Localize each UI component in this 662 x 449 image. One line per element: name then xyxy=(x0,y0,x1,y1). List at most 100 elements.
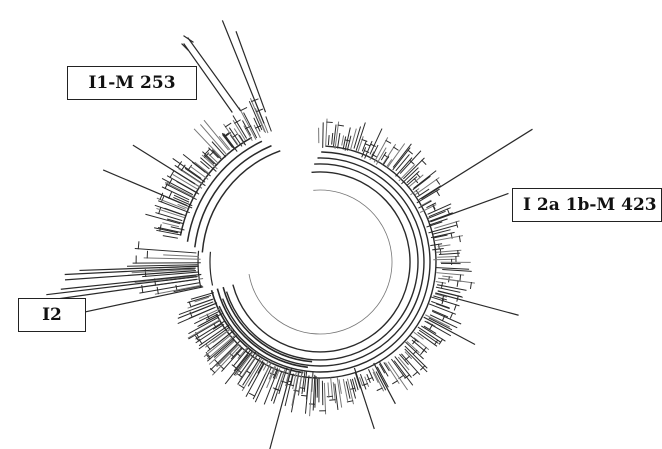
tree-branch xyxy=(272,367,279,379)
tree-arc xyxy=(201,150,281,253)
tree-branch xyxy=(413,170,437,189)
tree-branch xyxy=(437,255,460,258)
tree-branch xyxy=(382,156,390,166)
tree-branch xyxy=(345,381,351,399)
tree-branch xyxy=(211,344,242,376)
tree-branch xyxy=(166,218,184,225)
tree-arc xyxy=(232,171,411,353)
tree-branch xyxy=(375,371,387,391)
tree-branch xyxy=(139,282,200,294)
tree-branch xyxy=(435,303,450,310)
tree-branch xyxy=(156,207,185,219)
tree-branch xyxy=(131,268,195,274)
tree-branch xyxy=(191,302,217,314)
tree-node-bar xyxy=(349,387,356,391)
tree-branch xyxy=(143,257,201,260)
tree-branch xyxy=(170,226,185,231)
tree-branch xyxy=(425,314,451,328)
tree-branch xyxy=(355,122,366,151)
tree-branch xyxy=(198,326,230,350)
tree-branch xyxy=(359,377,364,387)
tree-branch xyxy=(154,285,200,295)
tree-branch xyxy=(432,248,444,251)
tree-branch xyxy=(336,377,343,408)
tree-node-bar xyxy=(453,304,457,311)
tree-branch xyxy=(174,164,206,187)
tree-branch xyxy=(433,234,448,239)
tree-branch xyxy=(406,176,418,186)
tree-branch xyxy=(156,229,181,236)
tree-branch xyxy=(183,35,194,43)
tree-branch xyxy=(195,324,225,344)
tree-branch xyxy=(394,356,412,378)
tree-branch xyxy=(257,361,265,374)
tree-node-bar xyxy=(441,298,445,305)
tree-branch xyxy=(391,358,406,379)
tree-branch xyxy=(330,377,334,400)
tree-branch xyxy=(278,367,288,395)
tree-branch xyxy=(428,303,457,315)
tree-branch xyxy=(203,154,215,165)
tree-long-branch xyxy=(60,273,202,290)
tree-branch xyxy=(297,370,303,395)
tree-branch xyxy=(354,372,361,389)
tree-branch xyxy=(438,252,460,256)
tree-branch xyxy=(417,331,438,347)
tree-branch xyxy=(426,321,436,327)
tree-branch xyxy=(429,314,458,329)
tree-branch xyxy=(426,202,437,209)
tree-branch xyxy=(194,161,210,174)
tree-branch xyxy=(333,124,337,147)
tree-branch xyxy=(393,360,414,386)
tree-branch xyxy=(438,277,462,282)
tree-branch xyxy=(164,207,186,217)
tree-branch xyxy=(145,213,181,225)
tree-node-bar xyxy=(337,124,344,127)
tree-node-bar xyxy=(407,149,414,155)
tree-branch xyxy=(434,220,460,229)
tree-branch xyxy=(366,373,371,384)
tree-long-branch xyxy=(430,192,509,223)
tree-branch xyxy=(291,372,299,406)
tree-branch xyxy=(173,285,203,293)
tree-node-bar xyxy=(415,172,421,179)
tree-node-bar xyxy=(188,301,192,308)
tree-branch xyxy=(404,351,413,360)
tree-branch xyxy=(417,326,441,343)
tree-branch xyxy=(206,334,238,362)
tree-branch xyxy=(265,360,273,375)
tree-branch xyxy=(341,135,345,146)
tree-branch xyxy=(233,350,253,376)
tree-node-bar xyxy=(432,205,436,212)
tree-branch xyxy=(369,128,383,155)
tree-branch xyxy=(221,134,233,148)
tree-node-bar xyxy=(408,159,415,165)
tree-branch xyxy=(193,128,222,158)
tree-branch xyxy=(213,338,235,358)
tree-branch xyxy=(416,188,440,204)
tree-branch xyxy=(338,379,342,394)
tree-branch xyxy=(284,373,294,407)
tree-branch xyxy=(387,361,408,391)
tree-branch xyxy=(198,308,221,319)
tree-branch xyxy=(413,331,424,340)
tree-node-bar xyxy=(231,364,237,369)
tree-node-bar xyxy=(299,387,306,389)
tree-node-bar xyxy=(224,122,232,128)
tree-long-branch xyxy=(235,31,267,113)
tree-branch xyxy=(305,376,310,400)
tree-branch xyxy=(424,320,452,337)
tree-branch xyxy=(430,243,443,247)
tree-branch xyxy=(166,175,199,194)
tree-branch xyxy=(183,43,233,113)
tree-branch xyxy=(134,247,197,254)
tree-branch xyxy=(241,357,263,392)
tree-branch xyxy=(331,132,334,145)
tree-branch xyxy=(372,368,385,392)
tree-node-bar xyxy=(177,161,183,168)
tree-branch xyxy=(353,126,362,149)
tree-branch xyxy=(165,183,197,200)
tree-branch xyxy=(385,362,400,384)
tree-branch xyxy=(211,141,227,158)
